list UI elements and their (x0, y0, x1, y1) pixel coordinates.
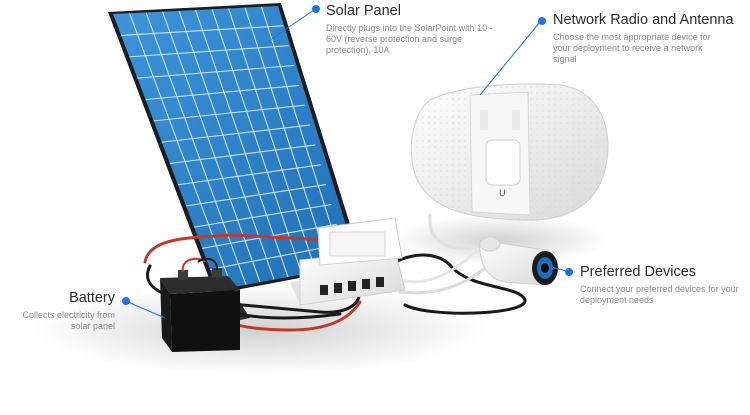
solarpoint-hub (290, 217, 406, 306)
network-antenna: U (410, 83, 609, 221)
network-radio-title: Network Radio and Antenna (553, 12, 734, 28)
callout-preferred-devices: Preferred Devices Connect your preferred… (580, 264, 740, 306)
battery-description: Collects electricity from solar panel (22, 310, 115, 331)
callout-leaders (122, 5, 573, 319)
solar-panel-title: Solar Panel (326, 3, 401, 19)
solar-panel (108, 3, 363, 320)
battery-title: Battery (69, 290, 115, 306)
svg-text:U: U (499, 189, 506, 199)
callout-network-radio: Network Radio and Antenna Choose the mos… (553, 12, 734, 65)
network-radio-description: Choose the most appropriate device for y… (553, 32, 711, 64)
callout-solar-panel: Solar Panel Directly plugs into the Sola… (326, 3, 496, 56)
battery (160, 257, 240, 352)
camera-device (479, 236, 558, 286)
solar-panel-description: Directly plugs into the SolarPoint with … (326, 23, 493, 55)
preferred-devices-title: Preferred Devices (580, 264, 697, 280)
preferred-devices-description: Connect your preferred devices for your … (580, 284, 739, 305)
callout-battery: Battery Collects electricity from solar … (8, 290, 115, 332)
